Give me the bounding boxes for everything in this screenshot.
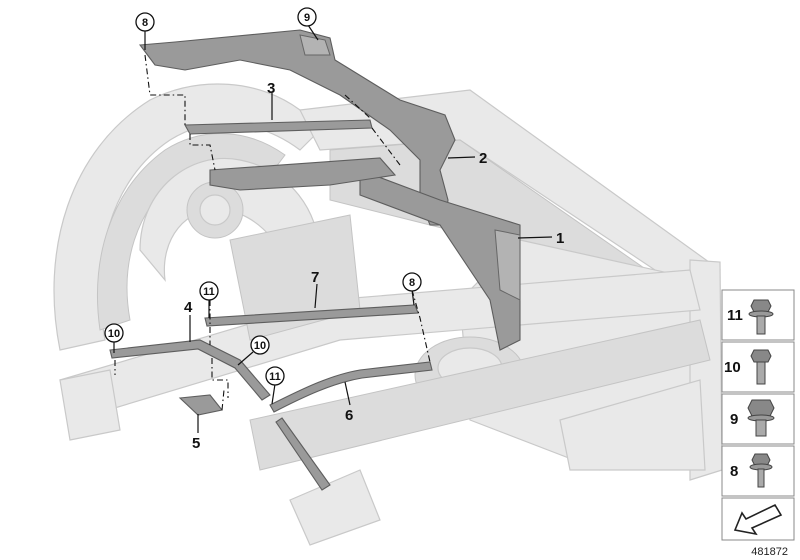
callout-8-top: 8 <box>135 12 155 32</box>
flange-screw-icon <box>749 453 773 488</box>
callout-10-mid: 10 <box>250 335 270 355</box>
callout-1: 1 <box>556 230 564 247</box>
legend-item-8: 8 <box>721 445 795 497</box>
part-3-brace-bar <box>184 119 397 191</box>
callout-2: 2 <box>479 150 487 167</box>
flange-bolt-large-icon <box>747 399 775 437</box>
svg-text:11: 11 <box>203 286 215 298</box>
callout-4: 4 <box>184 299 193 316</box>
svg-text:9: 9 <box>730 411 738 428</box>
assembly-lines <box>114 54 431 411</box>
callout-6: 6 <box>345 407 353 424</box>
callout-11-left: 11 <box>199 281 219 301</box>
document-id: 481872 <box>751 546 788 558</box>
callout-10-left: 10 <box>104 323 124 343</box>
hex-bolt-icon <box>750 349 772 385</box>
part-5-small-bracket <box>178 394 223 416</box>
front-direction-arrow-icon <box>721 497 795 541</box>
svg-text:11: 11 <box>727 307 743 324</box>
part-6-tube-strut <box>269 361 433 491</box>
svg-text:8: 8 <box>409 277 415 289</box>
flange-bolt-icon <box>748 299 774 335</box>
svg-text:10: 10 <box>108 328 120 340</box>
svg-text:8: 8 <box>730 463 738 480</box>
callout-3: 3 <box>267 80 275 97</box>
fastener-legend: 11 10 9 <box>721 289 795 541</box>
callout-11-lower: 11 <box>265 366 285 386</box>
callout-8-mid: 8 <box>402 272 422 292</box>
leader-lines <box>113 24 553 433</box>
svg-text:9: 9 <box>304 12 310 24</box>
legend-item-10: 10 <box>721 341 795 393</box>
callout-9-top: 9 <box>297 7 317 27</box>
svg-text:11: 11 <box>269 371 281 383</box>
svg-text:8: 8 <box>142 17 148 29</box>
callout-7: 7 <box>311 269 319 286</box>
svg-text:10: 10 <box>724 359 741 376</box>
part-1-support-bracket <box>359 169 521 351</box>
legend-item-9: 9 <box>721 393 795 445</box>
legend-item-11: 11 <box>721 289 795 341</box>
svg-text:10: 10 <box>254 340 266 352</box>
part-4-lower-strut <box>109 339 271 401</box>
callout-5: 5 <box>192 435 200 452</box>
